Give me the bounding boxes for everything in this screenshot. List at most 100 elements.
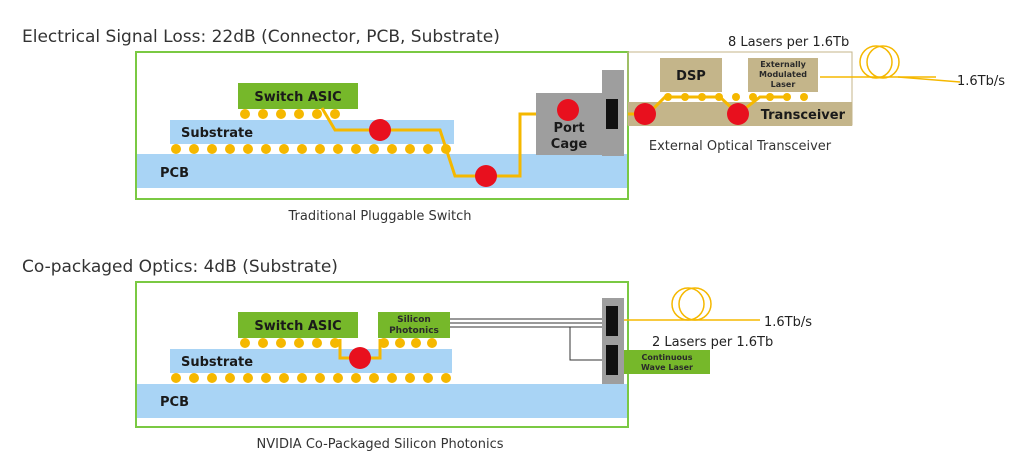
solder-ball (405, 373, 415, 383)
continuous-wave-laser (624, 350, 710, 374)
solder-ball (294, 338, 304, 348)
solder-ball (315, 373, 325, 383)
solder-ball (351, 373, 361, 383)
bottom-asic-solder-balls (240, 338, 437, 348)
top-substrate (170, 120, 454, 144)
solder-ball (427, 338, 437, 348)
solder-ball (171, 373, 181, 383)
solder-ball (315, 144, 325, 154)
solder-ball (207, 373, 217, 383)
solder-ball (258, 109, 268, 119)
loss-point-substrate (369, 119, 391, 141)
solder-ball (261, 373, 271, 383)
top-fiber-tail (897, 76, 961, 83)
top-pcb-label: PCB (160, 166, 189, 181)
top-caption: Traditional Pluggable Switch (288, 209, 472, 224)
solder-ball (189, 373, 199, 383)
loss-point-transceiver-2 (727, 103, 749, 125)
cwl-label-1: Continuous (642, 353, 693, 362)
top-connector-port (606, 99, 618, 129)
solder-ball (225, 144, 235, 154)
cwl-label-2: Wave Laser (641, 363, 693, 372)
solder-ball (330, 109, 340, 119)
solder-ball (405, 144, 415, 154)
dsp-chip (660, 58, 722, 92)
eml-chip (748, 58, 818, 92)
loss-point-pcb (475, 165, 497, 187)
bottom-title: Co-packaged Optics: 4dB (Substrate) (22, 257, 338, 277)
solder-ball (387, 144, 397, 154)
eml-label-1: Externally (760, 60, 806, 69)
solder-ball (423, 144, 433, 154)
bottom-switch-asic-label: Switch ASIC (254, 319, 341, 334)
solder-ball (189, 144, 199, 154)
loss-point-bottom-substrate (349, 347, 371, 369)
solder-ball (800, 93, 808, 101)
solder-ball (351, 144, 361, 154)
solder-ball (395, 338, 405, 348)
eml-label-3: Laser (771, 80, 796, 89)
solder-ball (330, 338, 340, 348)
solder-ball (276, 109, 286, 119)
silicon-photonics-label-1: Silicon (397, 315, 431, 325)
solder-ball (276, 338, 286, 348)
top-fiber-coil-1 (859, 45, 893, 79)
dsp-label: DSP (676, 69, 706, 84)
bottom-substrate (170, 349, 452, 373)
bottom-substrate-label: Substrate (181, 355, 253, 370)
solder-ball (411, 338, 421, 348)
silicon-photonics-label-2: Photonics (389, 326, 439, 336)
solder-ball (441, 373, 451, 383)
top-switch-asic (238, 83, 358, 109)
silicon-photonics-chip (378, 312, 450, 338)
solder-ball (240, 109, 250, 119)
loss-point-transceiver-1 (634, 103, 656, 125)
top-switch-asic-label: Switch ASIC (254, 90, 341, 105)
bottom-fiber-coil-2 (678, 287, 712, 321)
bottom-rate: 1.6Tb/s (764, 315, 812, 330)
top-fiber-coil-2 (866, 45, 900, 79)
top-title: Electrical Signal Loss: 22dB (Connector,… (22, 27, 500, 47)
top-pcb (137, 154, 627, 188)
solder-ball (423, 373, 433, 383)
bottom-switch-asic (238, 312, 358, 338)
solder-ball (225, 373, 235, 383)
solder-ball (243, 144, 253, 154)
loss-point-connector (557, 99, 579, 121)
solder-ball (240, 338, 250, 348)
port-cage-label-1: Port (553, 121, 584, 136)
solder-ball (333, 373, 343, 383)
bottom-pcb-label: PCB (160, 395, 189, 410)
solder-ball (243, 373, 253, 383)
solder-ball (279, 373, 289, 383)
bottom-caption: NVIDIA Co-Packaged Silicon Photonics (257, 437, 504, 452)
port-cage-label-2: Cage (551, 137, 588, 152)
solder-ball (312, 109, 322, 119)
solder-ball (294, 109, 304, 119)
solder-ball (333, 144, 343, 154)
top-asic-solder-balls (240, 109, 340, 119)
bottom-pcb (137, 384, 627, 418)
laser-fiber (569, 327, 606, 361)
solder-ball (312, 338, 322, 348)
eml-label-2: Modulated (759, 70, 807, 79)
bottom-optical-port (606, 306, 618, 336)
bottom-fiber-coil-1 (671, 287, 705, 321)
solder-ball (297, 144, 307, 154)
solder-ball (369, 144, 379, 154)
bottom-laser-port (606, 345, 618, 375)
solder-ball (171, 144, 181, 154)
solder-ball (261, 144, 271, 154)
solder-ball (387, 373, 397, 383)
solder-ball (207, 144, 217, 154)
solder-ball (369, 373, 379, 383)
transceiver-label: Transceiver (761, 108, 846, 123)
solder-ball (279, 144, 289, 154)
top-lasers-note: 8 Lasers per 1.6Tb (728, 35, 849, 50)
top-substrate-label: Substrate (181, 126, 253, 141)
top-rate: 1.6Tb/s (957, 74, 1005, 89)
solder-ball (732, 93, 740, 101)
bottom-lasers-note: 2 Lasers per 1.6Tb (652, 335, 773, 350)
transceiver-caption: External Optical Transceiver (649, 139, 832, 154)
